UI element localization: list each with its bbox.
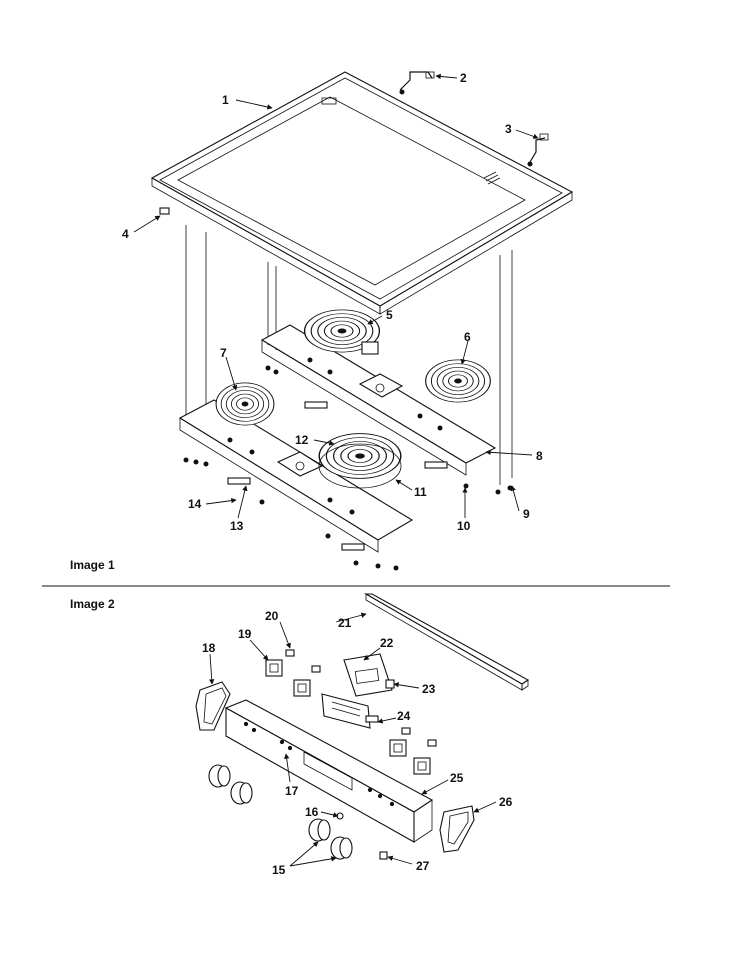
element-11	[318, 432, 402, 480]
display-24	[321, 693, 379, 729]
callout-1: 1	[222, 93, 229, 107]
callout-5: 5	[386, 308, 393, 322]
switch-19b	[293, 679, 311, 697]
callout-10: 10	[457, 519, 471, 533]
rail-21	[363, 593, 530, 691]
callout-18: 18	[202, 641, 216, 655]
knob-4	[330, 836, 353, 860]
callout-24: 24	[397, 709, 411, 723]
control-panel-assembly	[195, 593, 530, 867]
callout-19: 19	[238, 627, 252, 641]
callout-17: 17	[285, 784, 299, 798]
callout-8: 8	[536, 449, 543, 463]
backguard-25	[224, 699, 434, 843]
rear-bracket	[260, 324, 497, 476]
knob-3	[308, 818, 331, 842]
callout-25: 25	[450, 771, 464, 785]
callout-13: 13	[230, 519, 244, 533]
callout-16: 16	[305, 805, 319, 819]
callout-4: 4	[122, 227, 129, 241]
guide-lines	[185, 225, 513, 485]
callout-6: 6	[464, 330, 471, 344]
element-7	[215, 382, 275, 426]
callout-22: 22	[380, 636, 394, 650]
clip-20b	[311, 665, 321, 673]
callout-27: 27	[416, 859, 430, 873]
callout-2: 2	[460, 71, 467, 85]
clip-right-2	[427, 739, 437, 747]
end-cap-18	[195, 681, 231, 731]
callout-23: 23	[422, 682, 436, 696]
leaders-image2	[208, 612, 497, 867]
caption-image1: Image 1	[70, 558, 115, 572]
bracket-3	[527, 133, 549, 167]
front-bracket	[178, 399, 414, 553]
knobs	[208, 764, 353, 860]
callout-20: 20	[265, 609, 279, 623]
callout-12: 12	[295, 433, 309, 447]
control-board-22	[343, 653, 395, 697]
switch-right-2	[413, 757, 431, 775]
screws	[183, 365, 513, 571]
callout-26: 26	[499, 795, 513, 809]
callout-3: 3	[505, 122, 512, 136]
element-6	[425, 359, 491, 403]
callout-14: 14	[188, 497, 202, 511]
end-cap-26	[439, 805, 475, 853]
switch-19	[265, 659, 283, 677]
switch-right-1	[389, 739, 407, 757]
caption-image2: Image 2	[70, 597, 115, 611]
cooktop-assembly	[133, 71, 574, 571]
knob-1	[208, 764, 231, 788]
callout-7: 7	[220, 346, 227, 360]
callout-21: 21	[338, 616, 352, 630]
callout-9: 9	[523, 507, 530, 521]
clip-20	[285, 649, 295, 657]
glass-cooktop	[150, 71, 574, 315]
callout-15: 15	[272, 863, 286, 877]
knob-2	[230, 781, 253, 805]
clip-27	[379, 851, 388, 860]
clip-right-1	[401, 727, 411, 735]
callout-11: 11	[414, 485, 427, 499]
callout-labels: 1 2 3 4 5 6 7 8 9 10 11 12 13 14 15 16 1…	[122, 71, 543, 877]
bracket-2	[399, 71, 435, 95]
clip-4	[159, 207, 170, 215]
leaders-image1	[133, 73, 539, 519]
